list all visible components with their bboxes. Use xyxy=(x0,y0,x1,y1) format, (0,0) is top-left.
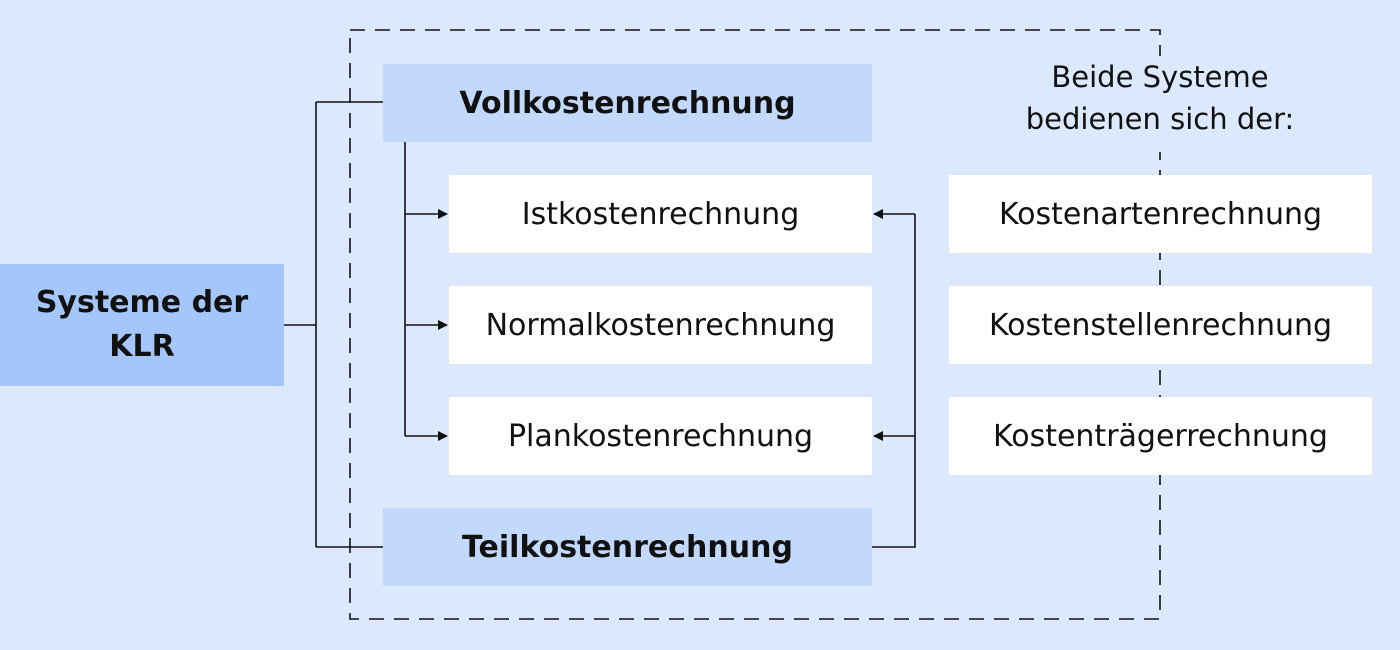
connector-root-systems xyxy=(284,101,383,548)
system-node-teilkosten: Teilkostenrechnung xyxy=(383,508,872,586)
connector-teilkosten-trunk xyxy=(872,214,916,548)
part-label: Kostenartenrechnung xyxy=(998,196,1323,232)
part-node-kostenarten: Kostenartenrechnung xyxy=(949,175,1372,253)
system-label: Teilkostenrechnung xyxy=(462,529,793,565)
method-label: Normalkostenrechnung xyxy=(485,307,836,343)
system-node-vollkosten: Vollkostenrechnung xyxy=(383,64,872,142)
system-label: Vollkostenrechnung xyxy=(459,85,796,121)
method-label: Plankostenrechnung xyxy=(507,418,814,454)
part-label: Kostenstellenrechnung xyxy=(988,307,1333,343)
root-label: Systeme der KLR xyxy=(35,285,249,364)
method-node-normal: Normalkostenrechnung xyxy=(449,286,872,364)
part-node-kostentraeger: Kostenträgerrechnung xyxy=(949,397,1372,475)
part-label: Kostenträgerrechnung xyxy=(993,418,1328,454)
shared-note: Beide Systeme bedienen sich der: xyxy=(1010,56,1310,152)
part-node-kostenstellen: Kostenstellenrechnung xyxy=(949,286,1372,364)
root-node: Systeme der KLR xyxy=(0,264,284,386)
method-label: Istkostenrechnung xyxy=(521,196,800,232)
method-node-plan: Plankostenrechnung xyxy=(449,397,872,475)
method-node-ist: Istkostenrechnung xyxy=(449,175,872,253)
